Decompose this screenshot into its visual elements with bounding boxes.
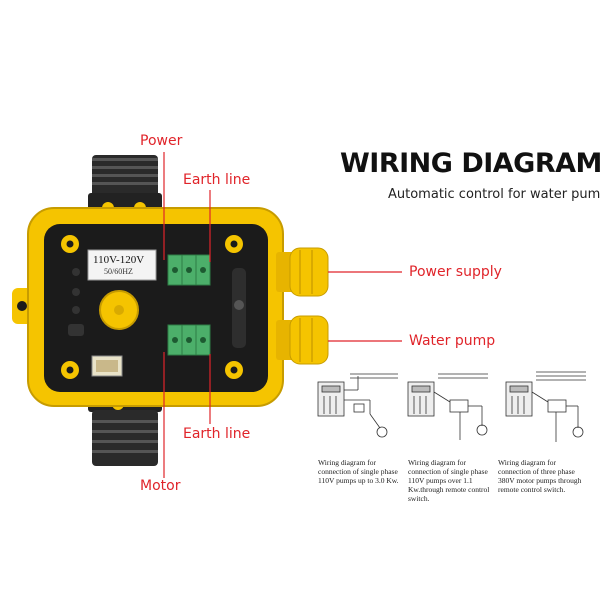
terminal-block-power bbox=[167, 254, 211, 286]
schematic-three-phase-remote bbox=[505, 371, 586, 442]
terminal-block-pump bbox=[167, 324, 211, 356]
cable-gland-water-pump bbox=[276, 315, 329, 365]
schematic-single-phase-remote bbox=[407, 373, 488, 440]
schematic-caption-3: Wiring diagram for connection of three p… bbox=[498, 458, 582, 494]
callout-power-supply: Power supply bbox=[409, 264, 502, 280]
cable-gland-power-supply bbox=[276, 247, 329, 297]
reset-button bbox=[68, 324, 84, 336]
rating-label-plate bbox=[87, 249, 157, 281]
callout-power: Power bbox=[140, 133, 183, 149]
voltage-label: 110V-120V bbox=[93, 254, 145, 266]
schematic-caption-2: Wiring diagram for connection of single … bbox=[408, 458, 490, 503]
diagram-subtitle: Automatic control for water pump bbox=[388, 187, 600, 202]
callout-leader-lines bbox=[163, 152, 402, 478]
schematic-single-phase-3kw bbox=[317, 373, 398, 438]
top-pipe-fitting bbox=[88, 155, 162, 214]
callout-earth-line-top: Earth line bbox=[183, 172, 251, 188]
diagram-title: WIRING DIAGRAM bbox=[340, 148, 600, 179]
wiring-schematics bbox=[317, 371, 586, 442]
callout-earth-line-bottom: Earth line bbox=[183, 426, 251, 442]
frequency-label: 50/60HZ bbox=[104, 267, 133, 276]
callout-water-pump: Water pump bbox=[409, 333, 496, 349]
schematic-caption-1: Wiring diagram for connection of single … bbox=[318, 458, 399, 485]
callout-motor: Motor bbox=[140, 478, 181, 494]
